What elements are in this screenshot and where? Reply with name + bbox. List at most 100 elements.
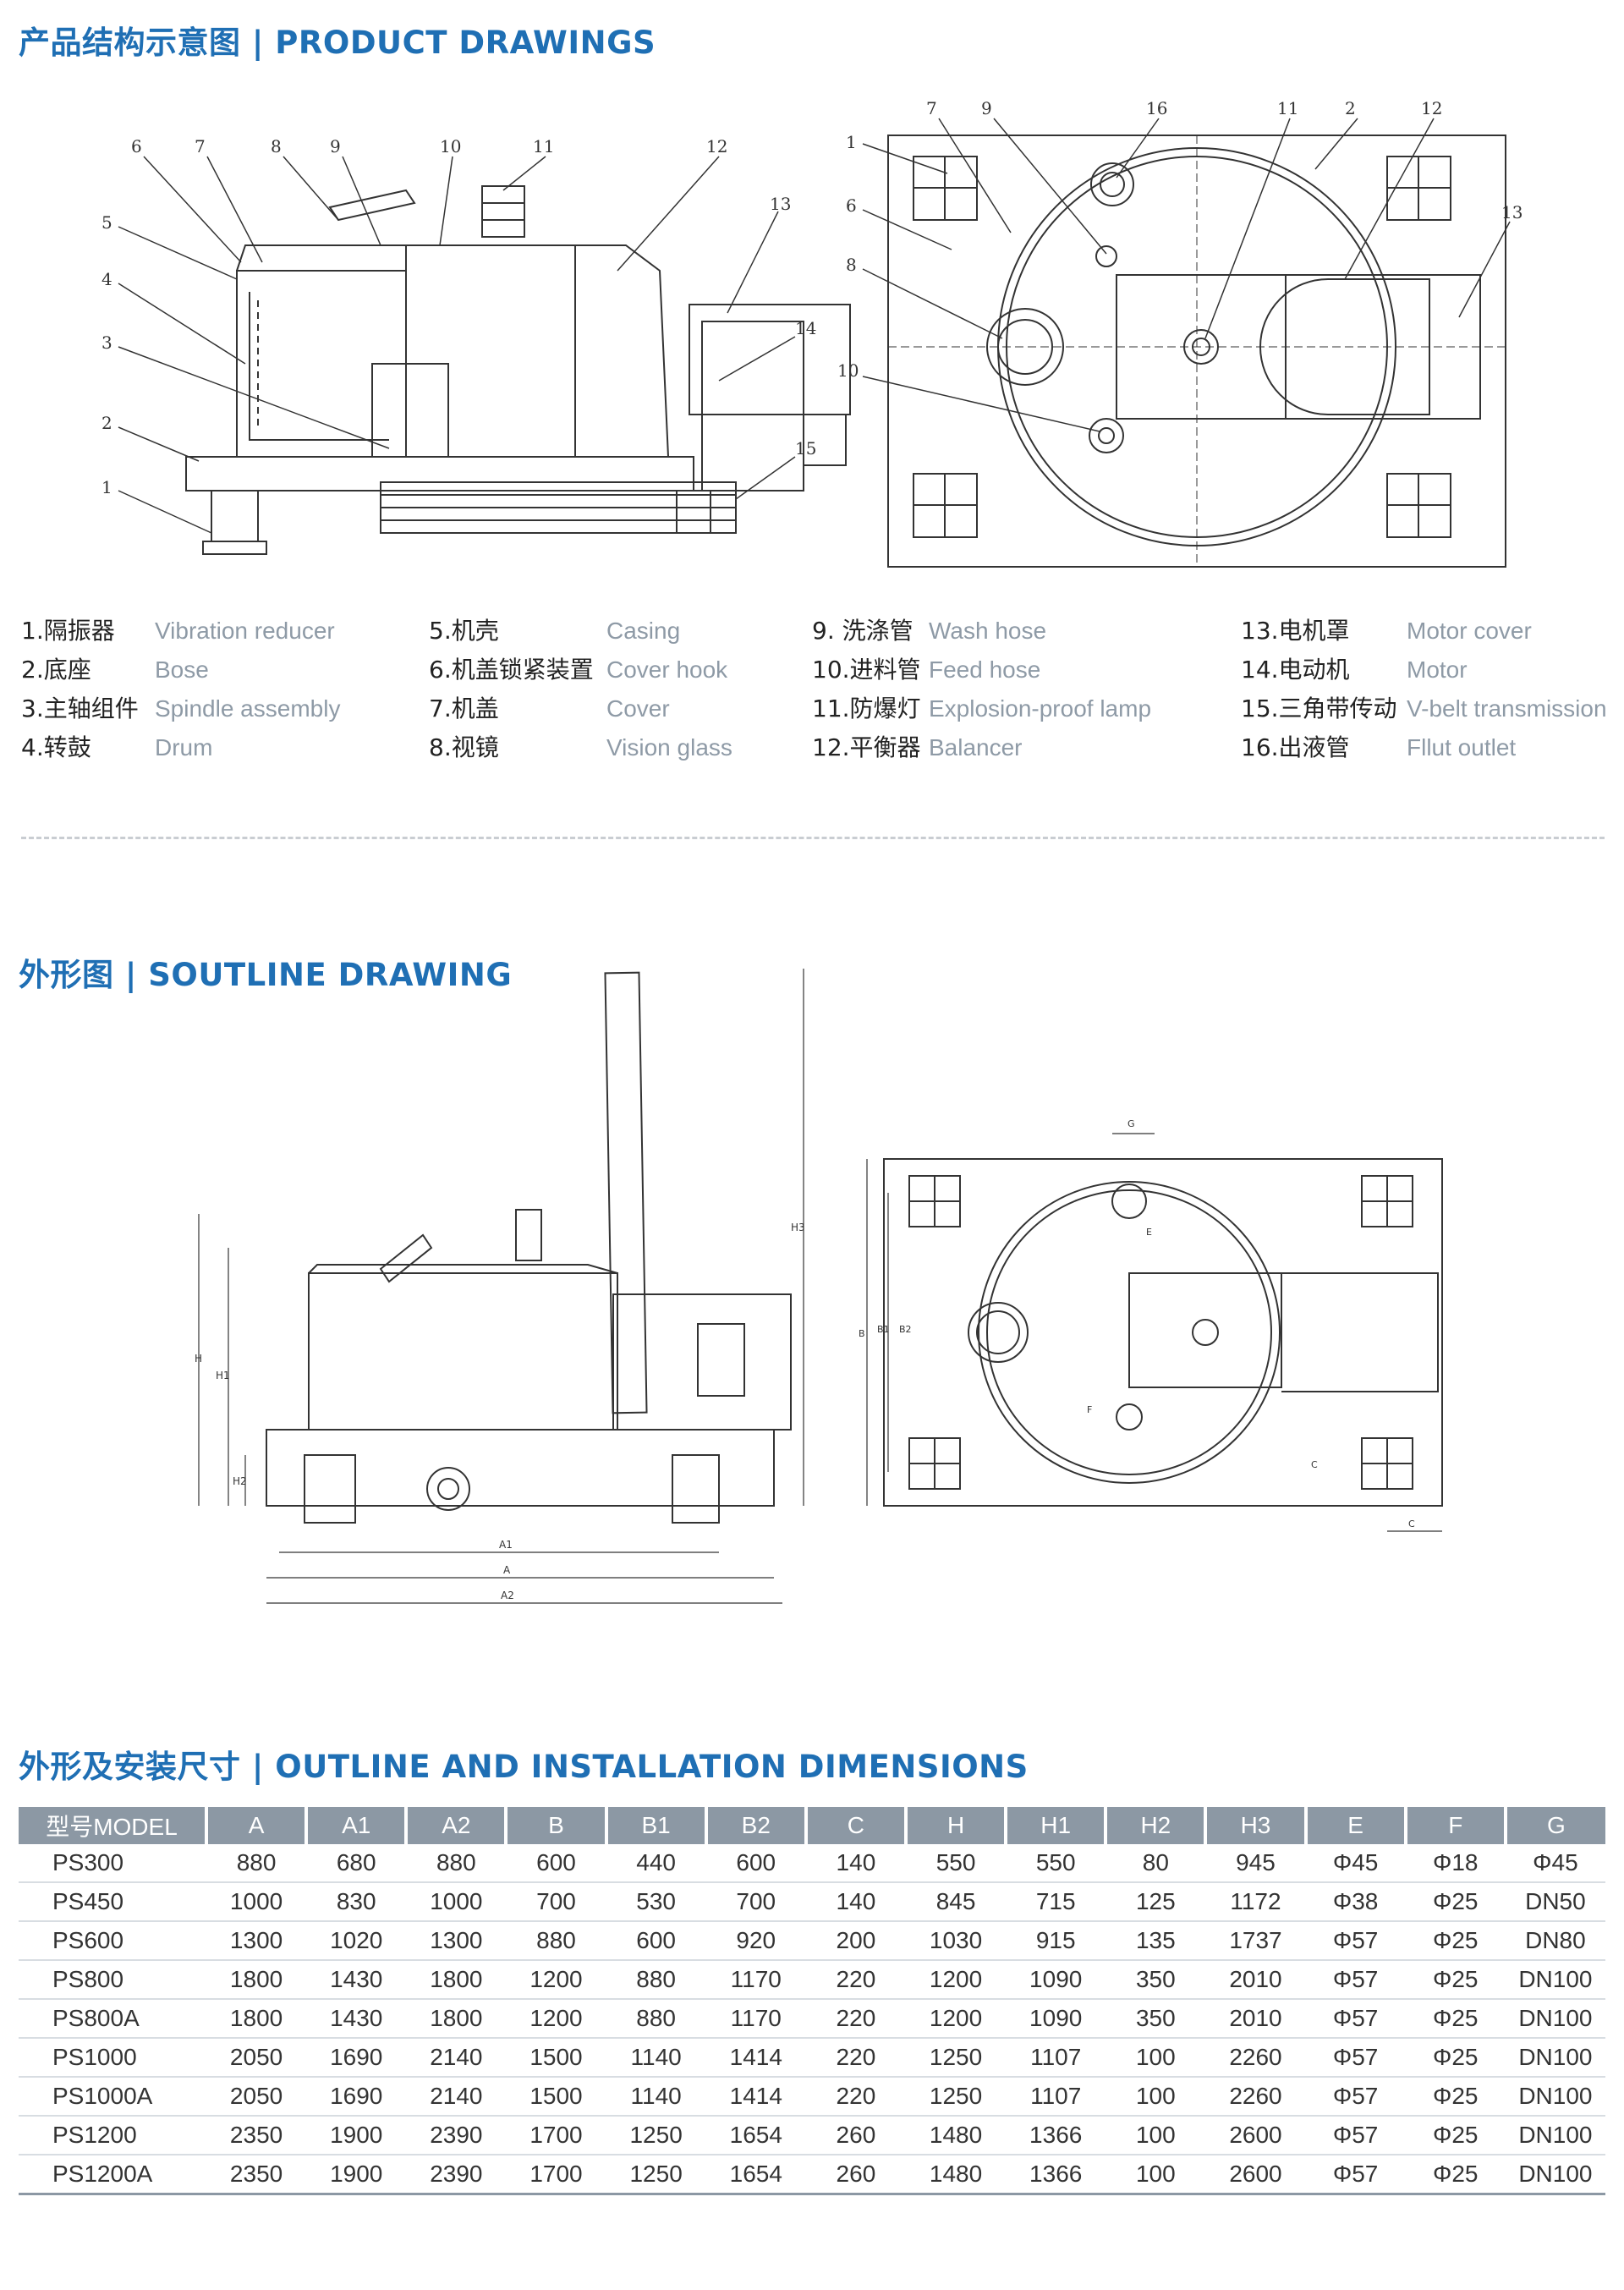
table-cell: 715 bbox=[1006, 1882, 1106, 1922]
table-cell: 260 bbox=[805, 2155, 906, 2195]
table-cell: 350 bbox=[1106, 1960, 1206, 2000]
table-cell: 1030 bbox=[905, 1921, 1007, 1961]
outline-label-a: A bbox=[503, 1564, 511, 1576]
table-cell: 1000 bbox=[406, 1882, 507, 1922]
model-cell: PS1000 bbox=[19, 2038, 206, 2078]
table-cell: 2260 bbox=[1205, 2038, 1306, 2078]
outline-label-b: B bbox=[859, 1328, 865, 1339]
table-cell: 140 bbox=[805, 1882, 906, 1922]
header-cell: 型号MODEL bbox=[19, 1807, 208, 1844]
legend-en: Explosion-proof lamp bbox=[929, 695, 1152, 722]
header-cell: B bbox=[506, 1807, 608, 1844]
top-label-11: 11 bbox=[1277, 98, 1298, 118]
table-cell: 2140 bbox=[406, 2077, 507, 2117]
table-cell: 125 bbox=[1106, 1882, 1206, 1922]
table-cell: Φ25 bbox=[1405, 1999, 1506, 2039]
table-cell: 350 bbox=[1106, 1999, 1206, 2039]
table-cell: 880 bbox=[506, 1921, 606, 1961]
legend-cn: 4.转鼓 bbox=[21, 733, 91, 761]
table-cell: 1430 bbox=[306, 1999, 407, 2039]
outline-label-h2: H2 bbox=[233, 1475, 247, 1487]
legend-cn: 12.平衡器 bbox=[812, 733, 921, 761]
outline-top-drawing: G E F B B1 B2 C C bbox=[859, 1108, 1468, 1573]
top-label-7: 7 bbox=[926, 98, 937, 118]
table-cell: 1090 bbox=[1006, 1960, 1106, 2000]
table-cell: 220 bbox=[805, 2038, 906, 2078]
side-label-12: 12 bbox=[706, 136, 727, 157]
top-view-drawing: 1 2 6 7 8 9 10 11 12 13 16 bbox=[837, 93, 1599, 568]
model-cell: PS800 bbox=[19, 1960, 206, 2000]
top-label-2: 2 bbox=[1345, 98, 1356, 118]
side-label-11: 11 bbox=[533, 136, 554, 157]
table-cell: 2350 bbox=[206, 2116, 307, 2155]
table-cell: 1414 bbox=[705, 2077, 806, 2117]
side-label-8: 8 bbox=[271, 136, 282, 157]
table-cell: DN100 bbox=[1505, 2116, 1605, 2155]
table-cell: DN50 bbox=[1505, 1882, 1605, 1922]
table-cell: 135 bbox=[1106, 1921, 1206, 1961]
side-label-3: 3 bbox=[102, 332, 112, 353]
table-cell: 1900 bbox=[306, 2116, 407, 2155]
table-cell: 1430 bbox=[306, 1960, 407, 2000]
table-cell: Φ18 bbox=[1405, 1844, 1506, 1883]
table-cell: 680 bbox=[306, 1844, 407, 1883]
table-cell: Φ57 bbox=[1305, 1921, 1406, 1961]
table-cell: 1500 bbox=[506, 2077, 606, 2117]
table-cell: 2010 bbox=[1205, 1960, 1306, 2000]
table-cell: 140 bbox=[805, 1844, 906, 1883]
table-cell: 2050 bbox=[206, 2077, 307, 2117]
table-cell: 915 bbox=[1006, 1921, 1106, 1961]
table-cell: 880 bbox=[206, 1844, 307, 1883]
table-cell: 220 bbox=[805, 2077, 906, 2117]
top-label-12: 12 bbox=[1421, 98, 1442, 118]
table-cell: 600 bbox=[606, 1921, 706, 1961]
table-cell: 2260 bbox=[1205, 2077, 1306, 2117]
top-label-16: 16 bbox=[1146, 98, 1167, 118]
table-cell: DN100 bbox=[1505, 1960, 1605, 2000]
model-cell: PS300 bbox=[19, 1844, 206, 1883]
table-cell: 1200 bbox=[506, 1999, 606, 2039]
table-cell: 1107 bbox=[1006, 2038, 1106, 2078]
outline-label-a2: A2 bbox=[501, 1590, 514, 1601]
table-cell: 2050 bbox=[206, 2038, 307, 2078]
side-label-13: 13 bbox=[770, 194, 791, 214]
table-cell: 700 bbox=[705, 1882, 806, 1922]
table-cell: 1480 bbox=[905, 2155, 1007, 2195]
table-cell: 1250 bbox=[905, 2077, 1007, 2117]
table-cell: 1654 bbox=[705, 2116, 806, 2155]
side-label-7: 7 bbox=[195, 136, 206, 157]
table-cell: 1800 bbox=[406, 1960, 507, 2000]
legend-cn: 14.电动机 bbox=[1241, 656, 1350, 684]
legend-cn: 11.防爆灯 bbox=[812, 695, 921, 722]
side-label-14: 14 bbox=[795, 318, 816, 338]
legend-cn: 15.三角带传动 bbox=[1241, 695, 1397, 722]
table-cell: 100 bbox=[1106, 2038, 1206, 2078]
header-cell: F bbox=[1405, 1807, 1507, 1844]
table-cell: Φ25 bbox=[1405, 2155, 1506, 2195]
table-cell: 700 bbox=[506, 1882, 606, 1922]
legend-cn: 3.主轴组件 bbox=[21, 695, 139, 722]
header-cell: B2 bbox=[705, 1807, 808, 1844]
table-cell: 1000 bbox=[206, 1882, 307, 1922]
header-cell: H3 bbox=[1205, 1807, 1308, 1844]
table-cell: Φ25 bbox=[1405, 1921, 1506, 1961]
legend-en: Spindle assembly bbox=[155, 695, 341, 722]
outline-label-h: H bbox=[195, 1353, 202, 1365]
outline-label-h3: H3 bbox=[791, 1222, 805, 1233]
table-cell: 1700 bbox=[506, 2116, 606, 2155]
table-cell: 1480 bbox=[905, 2116, 1007, 2155]
table-cell: 1300 bbox=[406, 1921, 507, 1961]
top-label-1: 1 bbox=[846, 132, 857, 152]
outline-label-g: G bbox=[1127, 1118, 1135, 1129]
table-cell: 100 bbox=[1106, 2077, 1206, 2117]
table-cell: 2350 bbox=[206, 2155, 307, 2195]
table-cell: 2140 bbox=[406, 2038, 507, 2078]
table-cell: 920 bbox=[705, 1921, 806, 1961]
legend-en: Wash hose bbox=[929, 618, 1047, 644]
table-cell: Φ57 bbox=[1305, 2077, 1406, 2117]
